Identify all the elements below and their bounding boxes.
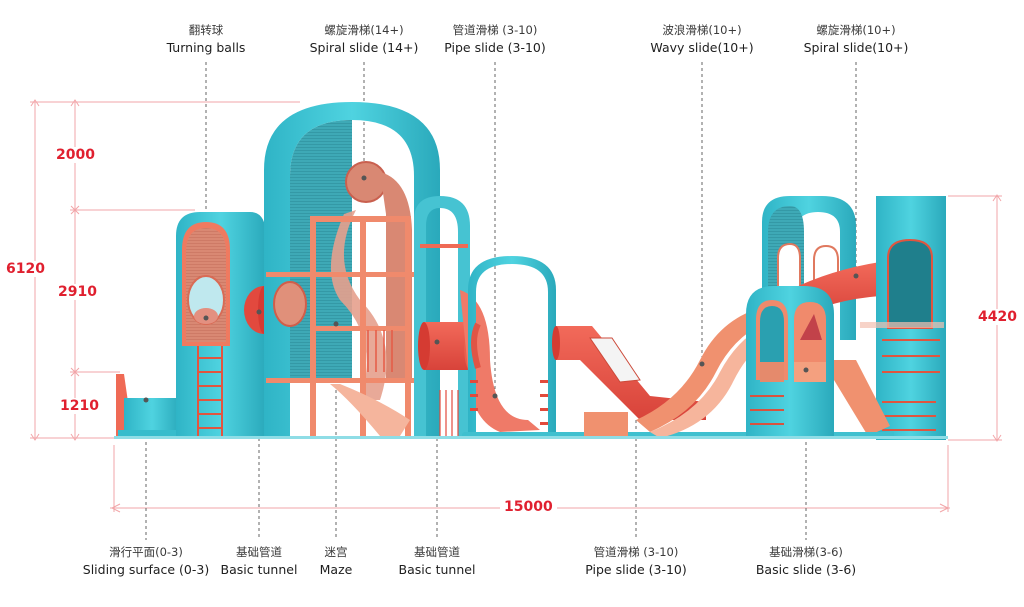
label-basic-tunnel-1: 基础管道 Basic tunnel	[220, 545, 298, 577]
spiral-slide-arch-14	[264, 102, 440, 438]
label-basic-tunnel-2: 基础管道 Basic tunnel	[398, 545, 476, 577]
dimension-total-height: 6120	[2, 261, 49, 277]
label-sliding-surface: 滑行平面(0-3) Sliding surface (0-3)	[82, 545, 210, 577]
label-basic-slide: 基础滑梯(3-6) Basic slide (3-6)	[755, 545, 857, 577]
dimension-total-width: 15000	[500, 499, 557, 515]
wavy-slide	[636, 308, 776, 438]
turning-balls-tower	[176, 212, 270, 438]
ground-line	[114, 436, 948, 439]
label-spiral-slide-14: 螺旋滑梯(14+) Spiral slide (14+)	[309, 23, 419, 55]
dimension-upper: 2000	[52, 147, 99, 163]
spiral-slide-10-tower	[762, 196, 946, 440]
dimension-middle: 2910	[54, 284, 101, 300]
sliding-surface	[116, 374, 188, 438]
label-wavy-slide: 波浪滑梯(10+) Wavy slide(10+)	[650, 23, 754, 55]
label-turning-balls: 翻转球 Turning balls	[166, 23, 246, 55]
label-spiral-slide-10: 螺旋滑梯(10+) Spiral slide(10+)	[803, 23, 909, 55]
basic-slide-arch	[746, 286, 894, 438]
pipe-slide-arch	[462, 256, 762, 438]
label-pipe-slide-bottom: 管道滑梯 (3-10) Pipe slide (3-10)	[585, 545, 687, 577]
dimension-right-height: 4420	[974, 309, 1021, 325]
dimension-lower: 1210	[56, 398, 103, 414]
label-maze: 迷宫 Maze	[319, 545, 353, 577]
label-pipe-slide-top: 管道滑梯 (3-10) Pipe slide (3-10)	[444, 23, 546, 55]
